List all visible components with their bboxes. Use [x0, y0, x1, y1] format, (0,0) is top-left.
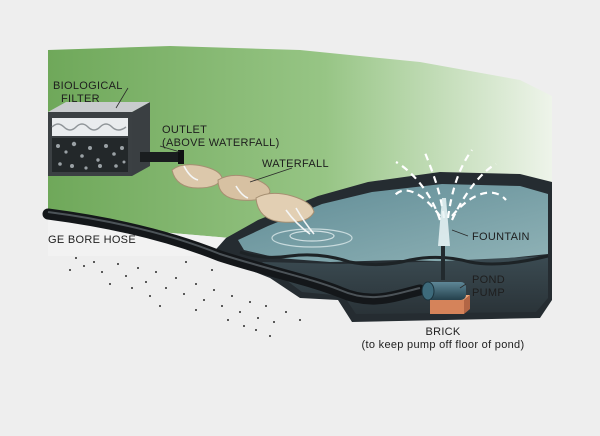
ripple-outer [271, 228, 353, 248]
leader-lines [115, 87, 469, 289]
pond-pump-label: POND PUMP [472, 274, 505, 300]
waterfall-rocks [171, 164, 315, 223]
outlet-line-2: (ABOVE WATERFALL) [162, 137, 280, 149]
biological-filter-line-2: FILTER [61, 93, 100, 105]
hose-label: GE BORE HOSE [48, 234, 136, 246]
soil-dots [69, 257, 301, 337]
outlet-line-1: OUTLET [162, 124, 208, 136]
brick-line-1: BRICK [425, 326, 461, 338]
pond-pump-line-2: PUMP [472, 287, 505, 299]
biological-filter-label: BIOLOGICAL FILTER [53, 80, 123, 106]
fountain-label: FOUNTAIN [472, 231, 530, 243]
filter-box-top [48, 102, 150, 112]
fountain-spray [393, 149, 507, 221]
waterfall-label: WATERFALL [262, 158, 329, 170]
outlet-pipe-end [178, 150, 184, 164]
biological-filter-line-1: BIOLOGICAL [53, 80, 123, 92]
filter-media-top [52, 118, 128, 136]
fountain-jet [438, 198, 450, 246]
filter-box-side [132, 102, 150, 176]
pond-pump [426, 282, 466, 300]
hose-highlight [47, 211, 421, 299]
grass-slope [48, 46, 552, 238]
hose [42, 208, 426, 305]
pond-deep [262, 256, 548, 314]
water-line [239, 250, 549, 267]
filter-media-wave [51, 123, 127, 131]
brick-side [464, 295, 470, 314]
brick-line-2: (to keep pump off floor of pond) [361, 339, 525, 351]
pond-water [238, 184, 548, 262]
brick-label: BRICK (to keep pump off floor of pond) [348, 326, 538, 352]
pond-pump-line-1: POND [472, 274, 505, 286]
filter-gravel-specks [56, 141, 126, 170]
brick [430, 300, 464, 314]
fountain-stem [441, 246, 445, 280]
pump-end [421, 281, 435, 301]
waterfall-streams [183, 165, 315, 235]
outlet-pipe [140, 152, 182, 162]
outlet-label: OUTLET (ABOVE WATERFALL) [162, 124, 280, 150]
